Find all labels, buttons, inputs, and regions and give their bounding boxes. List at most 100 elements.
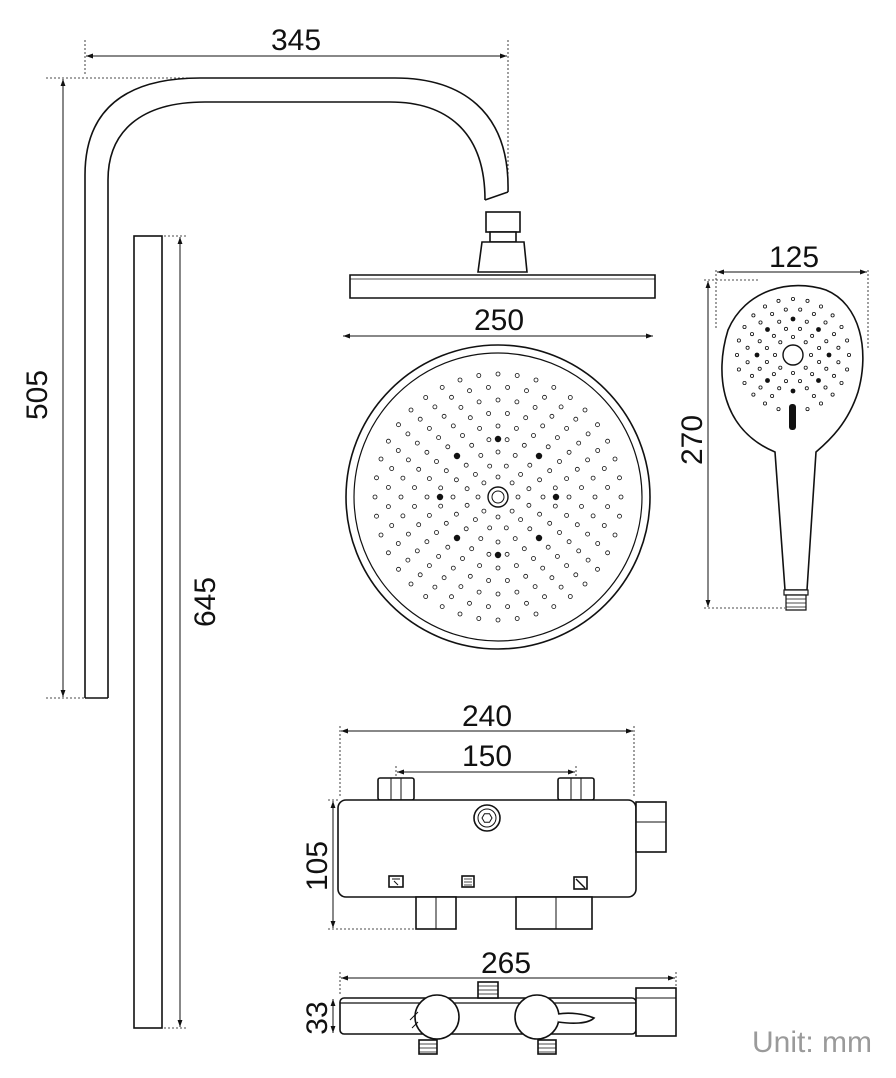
head-nozzle xyxy=(552,503,558,509)
head-nozzle xyxy=(443,520,449,526)
head-nozzle xyxy=(467,573,473,579)
head-nozzle xyxy=(475,494,481,500)
head-nozzle xyxy=(469,546,475,552)
hand-nozzle xyxy=(819,304,824,309)
head-nozzle xyxy=(495,423,501,429)
hand-nozzle xyxy=(845,338,850,343)
hand-shower-nozzles xyxy=(735,296,852,412)
head-nozzle xyxy=(503,525,509,531)
head-nozzle xyxy=(441,413,447,419)
hand-nozzle xyxy=(757,366,762,371)
head-nozzle xyxy=(481,480,487,486)
head-nozzle xyxy=(405,431,411,437)
hand-nozzle xyxy=(745,345,750,350)
dimension-arm-height: 505 xyxy=(21,77,200,699)
head-nozzle xyxy=(478,536,484,541)
head-nozzle xyxy=(469,442,475,448)
head-nozzle xyxy=(514,373,520,378)
head-nozzle xyxy=(605,504,610,510)
head-nozzle xyxy=(605,550,610,556)
hand-nozzle-dark xyxy=(826,352,832,358)
head-nozzle xyxy=(521,546,527,552)
head-nozzle xyxy=(417,416,423,422)
head-nozzle xyxy=(585,531,590,537)
hand-nozzle xyxy=(758,385,763,390)
head-nozzle xyxy=(450,423,456,429)
head-nozzle xyxy=(476,589,482,595)
head-nozzle xyxy=(458,404,464,410)
head-nozzle xyxy=(476,399,482,405)
hand-nozzle xyxy=(791,296,796,301)
head-nozzle xyxy=(523,573,529,579)
head-nozzle xyxy=(412,503,417,509)
head-nozzle xyxy=(612,456,618,462)
head-nozzle xyxy=(372,494,378,500)
thermostatic-bar-top-view xyxy=(339,981,677,1055)
head-nozzle xyxy=(566,539,572,545)
head-nozzle xyxy=(460,433,465,438)
head-nozzle xyxy=(485,604,491,609)
unit-label: Unit: mm xyxy=(752,1026,872,1059)
shower-head-nozzles xyxy=(372,371,624,623)
dimension-rail-height: 645 xyxy=(164,235,222,1029)
head-nozzle xyxy=(424,449,430,455)
head-nozzle xyxy=(555,435,560,441)
head-nozzle xyxy=(564,513,569,518)
head-nozzle xyxy=(453,477,459,483)
head-nozzle xyxy=(605,438,610,444)
head-nozzle-dark xyxy=(494,551,502,559)
head-nozzle xyxy=(524,388,529,394)
shower-head-front-view xyxy=(345,344,651,650)
head-nozzle-dark xyxy=(535,534,543,542)
head-nozzle xyxy=(389,466,395,471)
head-nozzle xyxy=(487,463,493,469)
hand-nozzle xyxy=(836,360,841,365)
hand-nozzle xyxy=(830,313,835,318)
head-nozzle xyxy=(408,581,414,587)
head-nozzle xyxy=(385,484,391,490)
dimension-arm-width: 345 xyxy=(84,24,509,190)
head-nozzle xyxy=(526,486,532,492)
hand-nozzle xyxy=(771,372,776,377)
head-nozzle xyxy=(495,449,501,455)
head-nozzle xyxy=(512,452,518,458)
hand-nozzle xyxy=(777,319,782,324)
head-nozzle xyxy=(426,563,432,568)
head-nozzle xyxy=(549,413,555,419)
hand-nozzle xyxy=(791,370,796,375)
head-nozzle xyxy=(395,448,401,453)
head-nozzle xyxy=(423,395,429,400)
dimension-inlet-spacing: 150 xyxy=(395,740,577,777)
head-nozzle xyxy=(385,438,391,444)
head-nozzle xyxy=(514,399,520,405)
head-nozzle xyxy=(450,565,456,571)
head-nozzle-dark xyxy=(453,534,461,542)
dimension-valve-height: 105 xyxy=(301,799,416,930)
head-nozzle xyxy=(576,440,582,446)
head-nozzle xyxy=(512,536,518,541)
hand-nozzle xyxy=(791,334,796,339)
hand-nozzle xyxy=(830,392,835,397)
hand-nozzle xyxy=(745,360,750,365)
head-nozzle xyxy=(495,591,501,597)
head-nozzle xyxy=(558,584,564,590)
head-nozzle xyxy=(495,371,501,377)
slide-rail xyxy=(133,235,163,1029)
head-nozzle xyxy=(453,511,459,517)
head-nozzle xyxy=(412,485,417,491)
head-nozzle xyxy=(514,563,519,568)
hand-nozzle xyxy=(804,386,809,391)
hand-nozzle xyxy=(809,352,814,357)
hand-nozzle xyxy=(783,307,788,312)
head-nozzle xyxy=(595,448,601,453)
hand-nozzle xyxy=(751,313,756,318)
shower-head-side-view xyxy=(349,211,656,299)
head-nozzle xyxy=(389,523,395,528)
head-nozzle xyxy=(585,457,590,463)
head-nozzle xyxy=(547,520,553,526)
head-nozzle xyxy=(467,600,472,606)
hand-nozzle-dark xyxy=(754,352,760,358)
head-nozzle xyxy=(567,594,573,599)
hand-nozzle xyxy=(764,345,769,350)
head-nozzle xyxy=(378,532,384,538)
